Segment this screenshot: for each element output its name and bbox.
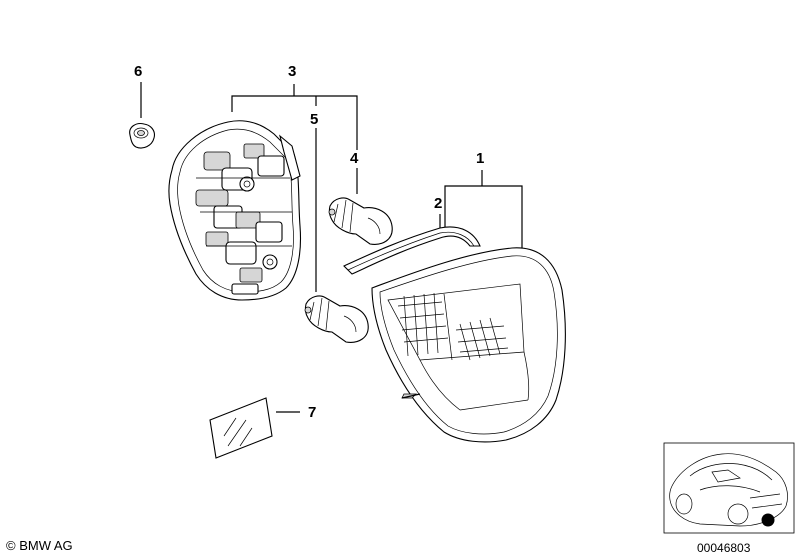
callout-1[interactable]: 1 [476,150,484,167]
callout-4[interactable]: 4 [350,150,359,167]
location-inset [663,442,795,534]
lens-grid [397,292,509,361]
location-marker-icon [761,513,775,527]
callout-5[interactable]: 5 [310,111,318,128]
callout-3[interactable]: 3 [288,63,296,80]
gasket-part-2[interactable] [343,226,481,275]
grommet-part-6[interactable] [129,123,155,149]
callout-7[interactable]: 7 [308,404,316,421]
leader-lines [140,82,523,413]
copyright-text: © BMW AG [6,538,73,553]
bulb-holder-part-3[interactable] [168,120,301,301]
car-thumbnail [669,453,788,527]
rear-lamp-part-1[interactable] [371,247,566,443]
document-number: 00046803 [697,541,751,555]
callout-6[interactable]: 6 [134,63,142,80]
bulb-part-5[interactable] [304,295,369,343]
callout-2[interactable]: 2 [434,195,442,212]
label-part-7[interactable] [209,397,273,459]
bulb-part-4[interactable] [328,197,393,245]
